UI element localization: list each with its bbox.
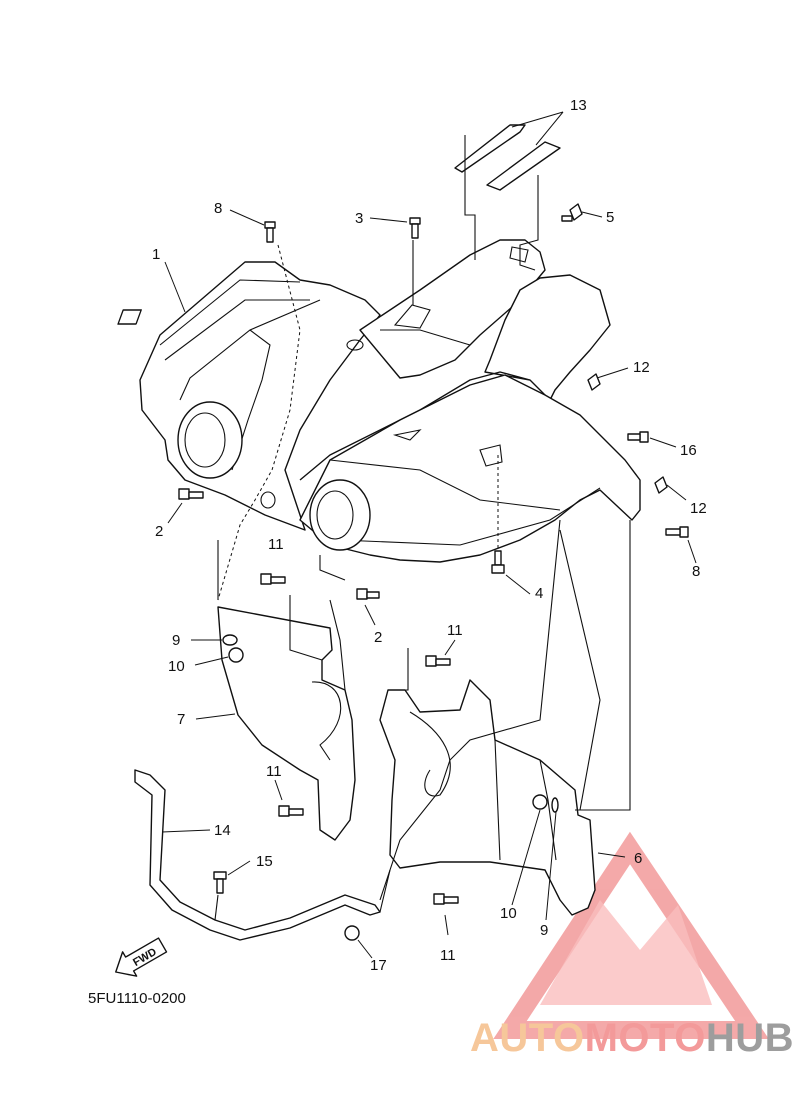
watermark-text: AUTOMOTOHUB — [470, 1016, 794, 1061]
callout-3: 3 — [355, 210, 363, 227]
nut-10-right — [532, 794, 548, 810]
fasteners — [178, 203, 689, 941]
washer-9-right — [551, 797, 559, 813]
fwd-arrow: FWD — [115, 937, 168, 977]
callout-16: 16 — [680, 442, 697, 459]
front-cover-left — [117, 261, 381, 531]
callout-6: 6 — [634, 850, 642, 867]
nut-10-left — [228, 647, 244, 663]
inner-panel-left — [217, 599, 356, 841]
diagram-code: 5FU1110-0200 — [88, 990, 186, 1007]
bolt-15 — [213, 871, 227, 894]
callout-4: 4 — [535, 585, 543, 602]
callout-8-top: 8 — [214, 200, 222, 217]
callouts: 1 2 2 3 4 5 6 7 8 8 9 9 10 10 11 11 11 1… — [152, 97, 707, 974]
clip-5 — [561, 203, 583, 222]
washer-9 — [222, 634, 238, 646]
callout-13: 13 — [570, 97, 587, 114]
leader-lines — [161, 111, 697, 959]
bolt-4 — [491, 550, 505, 574]
callout-14: 14 — [214, 822, 231, 839]
callout-1: 1 — [152, 246, 160, 263]
trim-strips — [454, 124, 561, 191]
callout-8-right: 8 — [692, 563, 700, 580]
bolt-2-right — [356, 588, 380, 600]
callout-12-upper: 12 — [633, 359, 650, 376]
callout-11-b: 11 — [447, 622, 463, 639]
guide-lines — [214, 135, 631, 921]
bolt-3 — [409, 217, 421, 239]
callout-10-right: 10 — [500, 905, 517, 922]
callout-9-left: 9 — [172, 632, 180, 649]
fwd-label: FWD — [131, 946, 159, 969]
bolt-8-top — [264, 221, 276, 243]
front-cover-right — [299, 274, 641, 563]
bolt-11-d — [433, 893, 459, 905]
bolt-8-right — [665, 526, 689, 538]
callout-9-right: 9 — [540, 922, 548, 939]
inner-panel-right — [379, 679, 596, 916]
watermark-hub: HUB — [705, 1016, 795, 1060]
watermark-logo — [493, 831, 769, 1039]
bolt-11-c — [278, 805, 304, 817]
callout-17: 17 — [370, 957, 387, 974]
bolt-11-b — [425, 655, 451, 667]
bolt-2-left — [178, 488, 204, 500]
watermark-auto: AUTO — [470, 1016, 585, 1060]
callout-12-lower: 12 — [690, 500, 707, 517]
callout-11-d: 11 — [440, 947, 456, 964]
clip-12-lower — [654, 476, 668, 494]
callout-15: 15 — [256, 853, 273, 870]
callout-2-left: 2 — [155, 523, 163, 540]
clip-12-upper — [587, 373, 601, 391]
callout-11-a: 11 — [268, 536, 284, 553]
callout-2-right: 2 — [374, 629, 382, 646]
bolt-11-a — [260, 573, 286, 585]
callout-11-c: 11 — [266, 763, 282, 780]
callout-7: 7 — [177, 711, 185, 728]
callout-10-left: 10 — [168, 658, 185, 675]
watermark-moto: MOTO — [584, 1016, 706, 1060]
nut-17 — [344, 925, 360, 941]
callout-5: 5 — [606, 209, 614, 226]
bolt-16 — [627, 431, 649, 443]
